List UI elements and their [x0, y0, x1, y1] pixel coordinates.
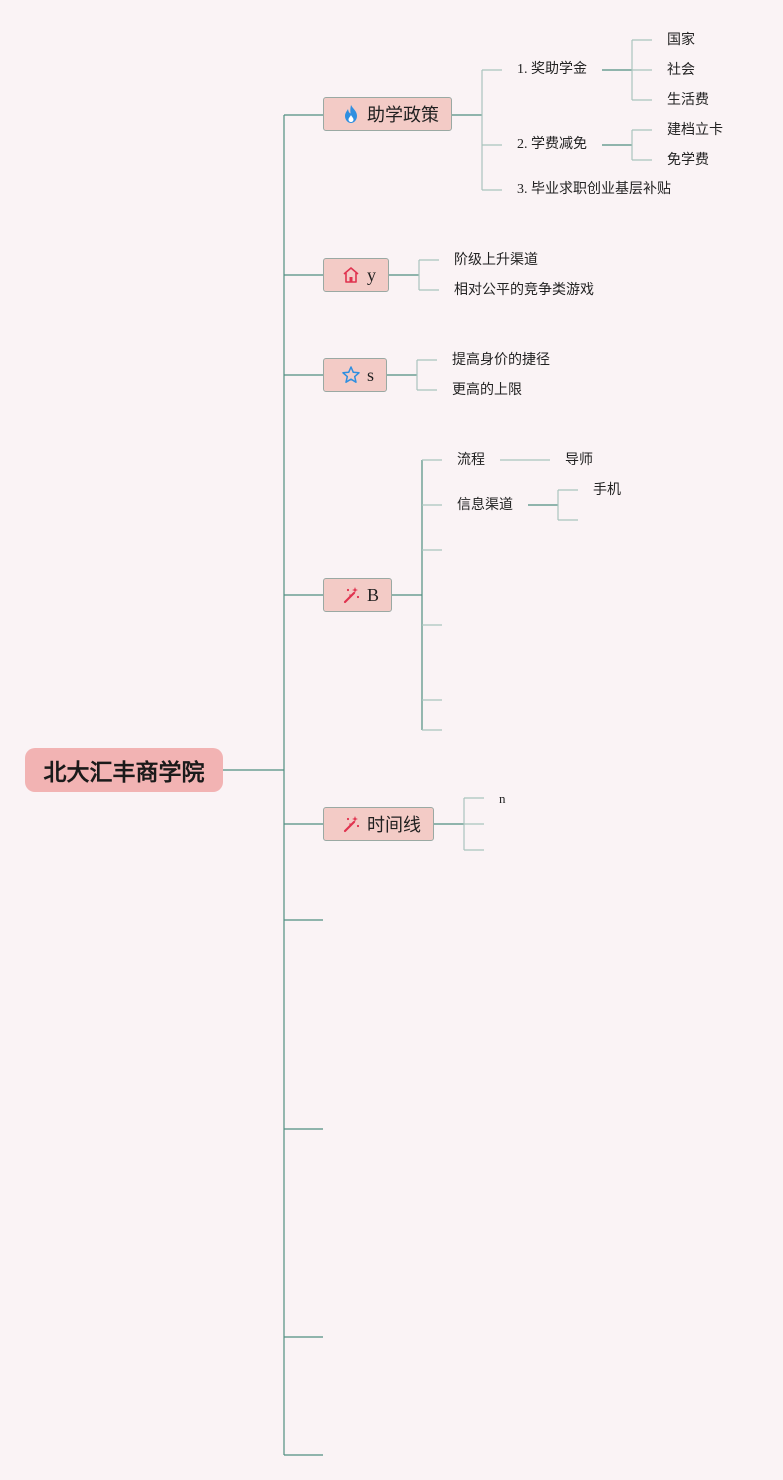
star-icon: [341, 365, 361, 385]
magic-wand-icon: [341, 585, 361, 605]
branch-node-1[interactable]: 助学政策: [323, 97, 452, 131]
branch-label-3: s: [367, 364, 375, 385]
branch-node-4[interactable]: B: [323, 578, 392, 612]
home-icon: [341, 265, 361, 285]
leaf-b1-c2-g1[interactable]: 建档立卡: [667, 122, 723, 138]
leaf-b2-c1[interactable]: 阶级上升渠道: [454, 252, 538, 268]
leaf-b1-c3[interactable]: 3. 毕业求职创业基层补贴: [517, 182, 671, 197]
leaf-b4-c1[interactable]: 流程: [457, 452, 485, 468]
branch-node-5[interactable]: 时间线: [323, 807, 434, 841]
leaf-b1-c2[interactable]: 2. 学费减免: [517, 137, 587, 152]
leaf-b4-c2-g1[interactable]: 手机: [593, 482, 621, 498]
leaf-b1-c2-g2[interactable]: 免学费: [667, 152, 709, 168]
branch-node-2[interactable]: y: [323, 258, 389, 292]
leaf-b4-c2[interactable]: 信息渠道: [457, 497, 513, 513]
branch-label-1: 助学政策: [367, 105, 439, 126]
magic-wand-icon: [341, 814, 361, 834]
branch-label-2: y: [367, 264, 376, 285]
branch-label-4: B: [367, 584, 380, 605]
root-node[interactable]: 北大汇丰商学院: [25, 748, 223, 792]
leaf-b1-c1-g1[interactable]: 国家: [667, 32, 695, 48]
leaf-b2-c2[interactable]: 相对公平的竞争类游戏: [454, 282, 594, 298]
branch-label-5: 时间线: [367, 815, 421, 836]
leaf-b5-c1[interactable]: n: [499, 791, 506, 806]
flame-icon: [341, 104, 361, 124]
leaf-b3-c1[interactable]: 提高身价的捷径: [452, 352, 550, 368]
branch-node-3[interactable]: s: [323, 358, 387, 392]
leaf-b1-c1-g3[interactable]: 生活费: [667, 92, 709, 108]
leaf-b1-c1-g2[interactable]: 社会: [667, 62, 695, 78]
root-label: 北大汇丰商学院: [43, 760, 205, 786]
leaf-b1-c1[interactable]: 1. 奖助学金: [517, 62, 587, 77]
leaf-b4-c1-g1[interactable]: 导师: [565, 452, 593, 468]
leaf-b3-c2[interactable]: 更高的上限: [452, 382, 522, 398]
